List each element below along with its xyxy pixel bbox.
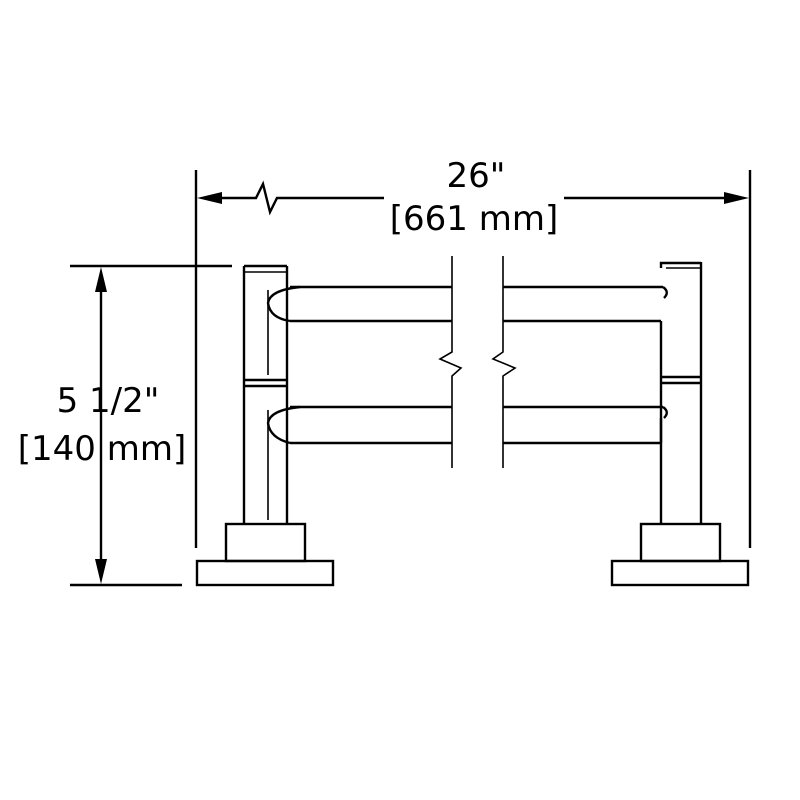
break-line-right (491, 256, 517, 468)
right-upper-bar-joint (662, 286, 668, 299)
right-escutcheon (639, 522, 722, 563)
height-dimension: 5 1/2" [140 mm] (18, 264, 232, 587)
left-base-plate (195, 559, 335, 587)
height-label-inches: 5 1/2" (57, 381, 160, 421)
left-post (195, 264, 335, 587)
height-label-mm: [140 mm] (18, 429, 186, 469)
left-escutcheon (224, 522, 307, 563)
left-lower-bar-joint (266, 405, 301, 445)
left-upper-bar-joint (266, 285, 301, 323)
width-dimension: 26" [661 mm] (194, 156, 752, 548)
break-line-left (438, 256, 463, 468)
right-post-cap (659, 261, 701, 268)
width-label-mm: [661 mm] (390, 199, 558, 239)
height-arrow-bottom (95, 559, 107, 584)
bars-right-segment (491, 256, 663, 468)
width-arrow-left (197, 192, 222, 204)
height-arrow-top (95, 267, 107, 292)
right-lower-bar-joint (662, 406, 668, 419)
width-dimension-line-left (216, 180, 384, 216)
right-base-plate (610, 559, 750, 587)
bars-left-segment (290, 256, 463, 468)
right-post (610, 261, 750, 587)
width-arrow-right (724, 192, 749, 204)
width-label-inches: 26" (447, 156, 506, 196)
